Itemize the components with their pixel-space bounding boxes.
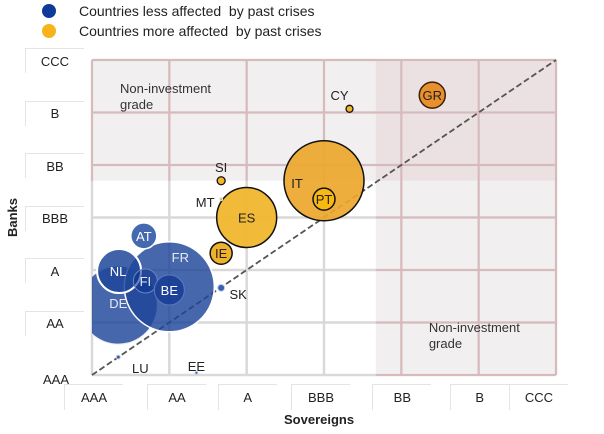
data-label-be: BE <box>161 283 179 298</box>
annotation-line: grade <box>429 336 462 351</box>
legend-dot-yellow <box>42 24 56 38</box>
bubble-gr <box>418 81 447 109</box>
data-label-de: DE <box>109 296 127 311</box>
y-tick-label: CCC <box>25 48 84 73</box>
legend-label: Countries more affected by past crises <box>79 23 322 39</box>
data-label-at: AT <box>136 229 152 244</box>
bubble-pt <box>312 187 336 211</box>
y-tick-label: BBB <box>25 205 84 231</box>
data-label-fr: FR <box>172 250 189 265</box>
x-tick-label: BBB <box>291 384 350 410</box>
data-label-sk: SK <box>229 287 247 302</box>
bubble-lu <box>115 354 121 360</box>
data-label-cy: CY <box>330 88 348 103</box>
legend-item-more-affected: Countries more affected by past crises <box>42 23 322 39</box>
data-label-fi: FI <box>140 274 152 289</box>
bubble-mt <box>219 197 224 202</box>
y-tick-label: A <box>25 258 84 283</box>
bubble-at <box>130 222 158 250</box>
annotation-line: grade <box>120 97 153 112</box>
annotation-line: Non-investment <box>120 81 211 96</box>
bubble-sk <box>217 283 226 292</box>
data-label-mt: MT <box>196 195 215 210</box>
data-label-nl: NL <box>110 264 127 279</box>
data-label-gr: GR <box>423 88 443 103</box>
x-tick-label: BB <box>372 384 432 410</box>
non-investment-band-sovereigns <box>375 180 556 375</box>
x-axis-title: Sovereigns <box>284 412 355 427</box>
x-tick-label: B <box>449 384 509 410</box>
legend-item-less-affected: Countries less affected by past crises <box>42 3 315 19</box>
data-label-pt: PT <box>316 192 333 207</box>
data-label-it: IT <box>291 176 303 191</box>
legend-label: Countries less affected by past crises <box>79 3 315 19</box>
bubble-it <box>283 140 365 222</box>
x-tick-label: AAA <box>64 384 123 410</box>
bubble-be <box>153 274 185 306</box>
legend-dot-blue <box>42 4 56 18</box>
data-label-es: ES <box>238 211 256 226</box>
bubble-ie <box>209 241 233 265</box>
y-tick-label: AA <box>25 310 84 336</box>
data-label-ie: IE <box>215 246 228 261</box>
y-axis-title: Banks <box>5 197 21 238</box>
bubble-ee <box>194 370 199 375</box>
data-label-ee: EE <box>188 359 206 374</box>
bubble-cy <box>345 104 354 113</box>
bubble-si <box>216 176 226 186</box>
bubble-es <box>215 186 278 249</box>
bubbles <box>92 81 447 375</box>
data-label-si: SI <box>215 160 227 175</box>
data-label-lu: LU <box>132 361 149 376</box>
x-tick-label: A <box>217 384 277 410</box>
annotation-line: Non-investment <box>429 320 520 335</box>
y-tick-label: BB <box>25 153 84 178</box>
x-tick-label: CCC <box>509 384 568 410</box>
x-tick-label: AA <box>147 384 206 410</box>
y-tick-label: B <box>25 100 84 126</box>
